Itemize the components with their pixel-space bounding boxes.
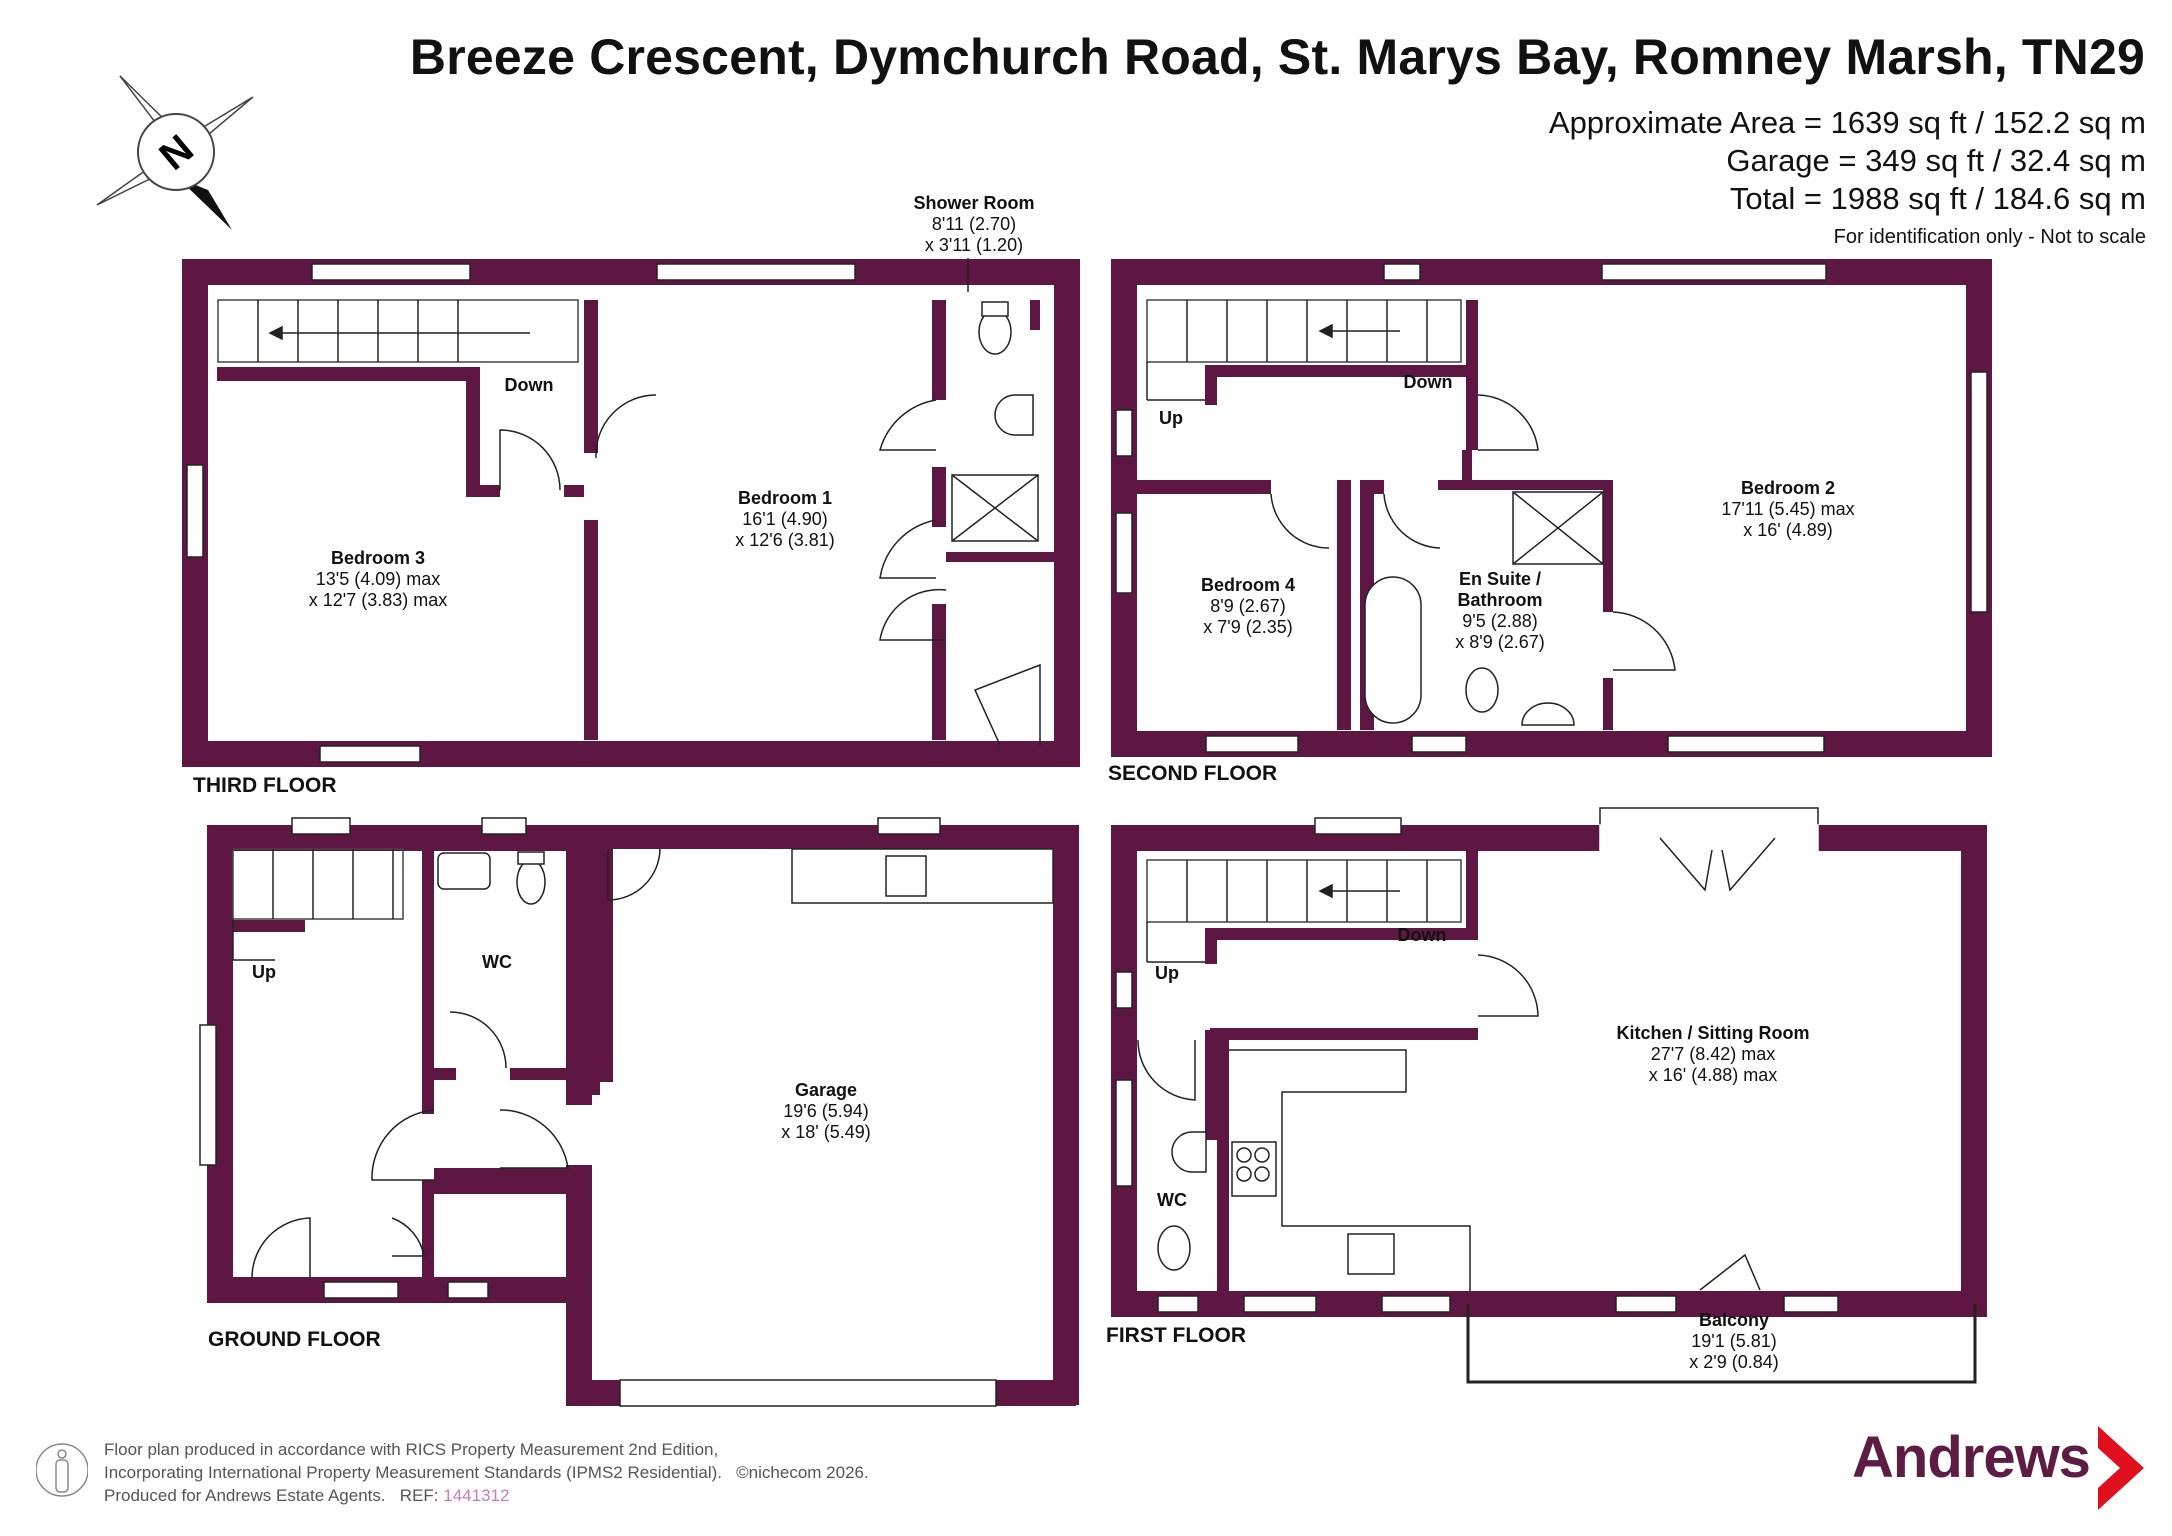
andrews-logo: Andrews — [1852, 1425, 2091, 1490]
room-bedroom-4: Bedroom 4 8'9 (2.67) x 7'9 (2.35) — [1200, 575, 1296, 637]
room-bedroom-2: Bedroom 2 17'11 (5.45) max x 16' (4.89) — [1721, 478, 1855, 540]
footer-text: Floor plan produced in accordance with R… — [104, 1440, 869, 1505]
scale-note: For identification only - Not to scale — [1833, 226, 2146, 248]
compass-icon: N — [96, 75, 254, 230]
room-wc-first: WC — [1157, 1190, 1187, 1210]
approx-area: Approximate Area = 1639 sq ft / 152.2 sq… — [1548, 105, 2146, 140]
room-bedroom-1: Bedroom 1 16'1 (4.90) x 12'6 (3.81) — [735, 488, 835, 550]
stairs-up-second: Up — [1159, 408, 1183, 428]
room-bedroom-3: Bedroom 3 13'5 (4.09) max x 12'7 (3.83) … — [308, 548, 448, 610]
room-shower-room: Shower Room 8'11 (2.70) x 3'11 (1.20) — [913, 193, 1035, 255]
person-scale-icon — [36, 1443, 88, 1497]
second-floor-walls — [1111, 259, 1992, 757]
first-floor-walls — [1111, 807, 1987, 1384]
total-area: Total = 1988 sq ft / 184.6 sq m — [1729, 181, 2146, 216]
area-summary: Approximate Area = 1639 sq ft / 152.2 sq… — [1549, 104, 2146, 218]
second-floor-label: SECOND FLOOR — [1108, 762, 1278, 785]
stairs-down-second: Down — [1403, 372, 1453, 392]
property-title: Breeze Crescent, Dymchurch Road, St. Mar… — [409, 29, 2145, 85]
first-floor-label: FIRST FLOOR — [1106, 1324, 1246, 1347]
room-garage: Garage 19'6 (5.94) x 18' (5.49) — [781, 1080, 871, 1142]
stairs-down-first: Down — [1397, 925, 1447, 945]
stairs-up-first: Up — [1155, 963, 1179, 983]
room-kitchen-sitting-room: Kitchen / Sitting Room 27'7 (8.42) max x… — [1616, 1023, 1810, 1085]
room-wc-ground: WC — [482, 952, 512, 972]
ground-floor-walls — [199, 817, 1079, 1407]
stairs-up-ground: Up — [252, 962, 276, 982]
copyright: ©nichecom 2026. — [736, 1463, 869, 1482]
third-floor-label: THIRD FLOOR — [193, 774, 337, 797]
garage-area: Garage = 349 sq ft / 32.4 sq m — [1726, 143, 2146, 178]
third-floor-walls — [182, 258, 1080, 767]
stairs-down-third: Down — [504, 375, 554, 395]
ground-floor-label: GROUND FLOOR — [208, 1328, 381, 1351]
room-balcony: Balcony 19'1 (5.81) x 2'9 (0.84) — [1689, 1310, 1779, 1372]
andrews-chevron-icon — [2098, 1426, 2144, 1510]
reference-number: 1441312 — [443, 1486, 510, 1505]
room-en-suite: En Suite / Bathroom 9'5 (2.88) x 8'9 (2.… — [1455, 569, 1545, 652]
